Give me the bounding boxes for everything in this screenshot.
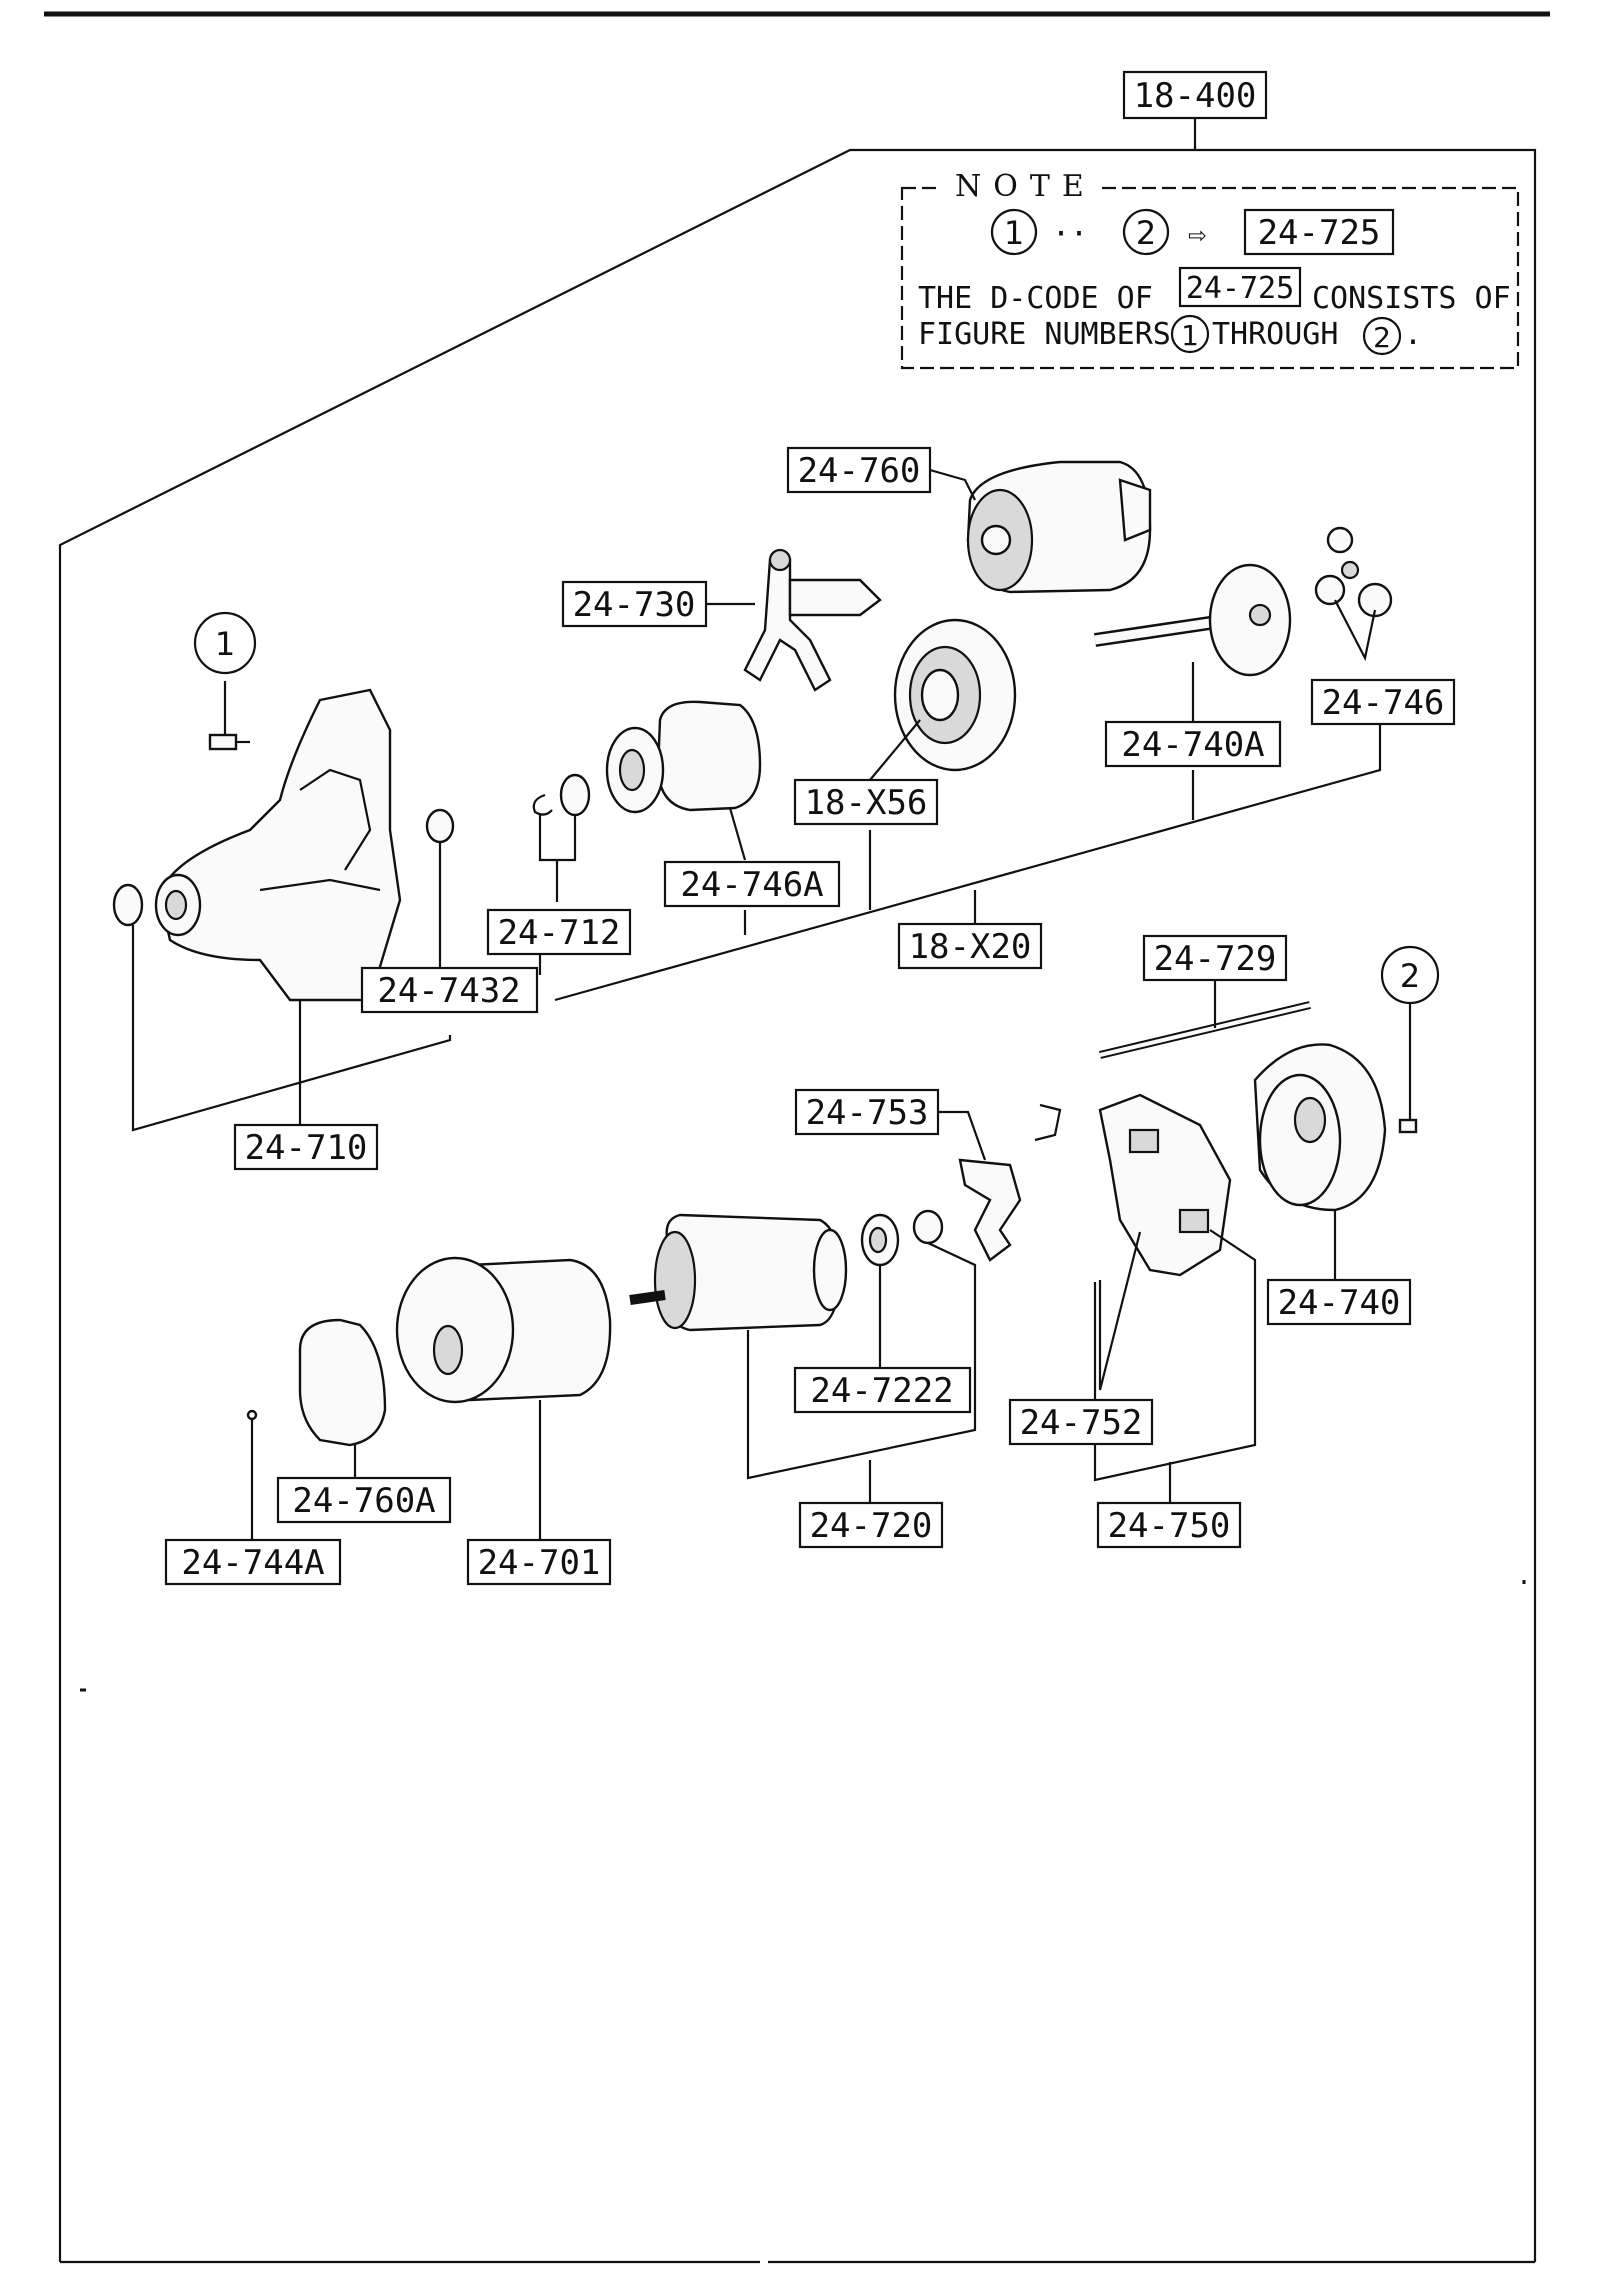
label-24-740A[interactable]: 24-740A <box>1104 720 1282 768</box>
label-24-710-text: 24-710 <box>245 1128 368 1168</box>
shift-lever-part <box>743 548 882 692</box>
label-18-X20-text: 18-X20 <box>909 927 1032 967</box>
label-24-740A-text: 24-740A <box>1121 725 1264 765</box>
label-24-760A-text: 24-760A <box>292 1481 435 1521</box>
note-line1-code: 24-725 <box>1186 271 1294 306</box>
label-24-7432-text: 24-7432 <box>377 971 520 1011</box>
note-line2-end: . <box>1404 317 1422 352</box>
yoke-part <box>395 1256 612 1404</box>
label-24-729[interactable]: 24-729 <box>1142 934 1288 982</box>
label-24-760A[interactable]: 24-760A <box>276 1476 452 1524</box>
label-24-740-text: 24-740 <box>1278 1283 1401 1323</box>
brush-lead-part <box>958 1103 1062 1262</box>
bolt-1-part <box>208 733 250 751</box>
label-18-X56-text: 18-X56 <box>805 783 928 823</box>
snap-ring-part <box>532 773 591 817</box>
label-24-7222-text: 24-7222 <box>810 1371 953 1411</box>
note-range-start: 1 <box>1004 214 1024 252</box>
label-24-746A[interactable]: 24-746A <box>663 860 841 908</box>
label-24-746[interactable]: 24-746 <box>1310 678 1456 726</box>
label-18-X20[interactable]: 18-X20 <box>897 922 1043 970</box>
label-24-760-text: 24-760 <box>798 451 921 491</box>
label-24-720[interactable]: 24-720 <box>798 1501 944 1549</box>
label-24-744A-text: 24-744A <box>181 1543 324 1583</box>
note-line1-suffix: CONSISTS OF <box>1312 281 1511 316</box>
note-box: NOTE 1 ·· 2 ⇨ 24-725 THE D-CODE OF 24-72… <box>900 169 1520 370</box>
figure-marker-2: 2 <box>1380 945 1440 1005</box>
label-18-400-text: 18-400 <box>1134 76 1257 116</box>
label-24-701[interactable]: 24-701 <box>466 1538 612 1586</box>
outer-frame-left <box>58 148 1537 2262</box>
through-bolt-part <box>1099 1001 1311 1059</box>
label-24-753-text: 24-753 <box>806 1093 929 1133</box>
label-18-400[interactable]: 18-400 <box>1122 70 1268 120</box>
note-line1-prefix: THE D-CODE OF <box>918 281 1153 316</box>
label-24-7222[interactable]: 24-7222 <box>793 1366 972 1414</box>
note-title: NOTE <box>955 169 1096 204</box>
steel-ball-part <box>246 1409 258 1421</box>
planetary-gear-part <box>1314 526 1393 618</box>
note-line2-circle2: 2 <box>1373 321 1391 354</box>
label-24-712[interactable]: 24-712 <box>486 908 632 956</box>
washer-part <box>912 1209 944 1245</box>
note-line2-circle1: 1 <box>1181 319 1199 352</box>
label-24-753[interactable]: 24-753 <box>794 1088 940 1136</box>
note-range-end: 2 <box>1136 214 1156 252</box>
figure-marker-1-text: 1 <box>215 625 235 663</box>
label-24-7432[interactable]: 24-7432 <box>360 966 539 1014</box>
bushing-part <box>425 808 455 844</box>
label-24-730-text: 24-730 <box>573 585 696 625</box>
label-24-752-text: 24-752 <box>1020 1403 1143 1443</box>
label-24-750-text: 24-750 <box>1108 1506 1231 1546</box>
note-target-code: 24-725 <box>1258 213 1381 253</box>
label-24-712-text: 24-712 <box>498 913 621 953</box>
housing-gasket-part <box>112 883 144 927</box>
solenoid-part <box>966 460 1152 594</box>
center-bracket-part <box>893 618 1017 772</box>
screw-2-part <box>1398 1118 1418 1134</box>
note-line2-prefix: FIGURE NUMBERS <box>918 317 1171 352</box>
figure-marker-1: 1 <box>193 611 257 675</box>
armature-part <box>629 1213 848 1332</box>
label-24-744A[interactable]: 24-744A <box>164 1538 342 1586</box>
label-24-760[interactable]: 24-760 <box>786 446 932 494</box>
overrunning-clutch-part <box>605 700 762 814</box>
label-24-740[interactable]: 24-740 <box>1266 1278 1412 1326</box>
label-24-750[interactable]: 24-750 <box>1096 1501 1242 1549</box>
label-18-X56[interactable]: 18-X56 <box>793 778 939 826</box>
label-24-746A-text: 24-746A <box>680 865 823 905</box>
note-dots: ·· <box>1052 217 1088 252</box>
front-housing-part <box>154 688 402 1002</box>
armature-bearing-part <box>860 1213 900 1267</box>
brush-holder-part <box>1098 1093 1232 1277</box>
note-arrow: ⇨ <box>1188 217 1206 252</box>
label-24-729-text: 24-729 <box>1154 939 1277 979</box>
label-24-701-text: 24-701 <box>478 1543 601 1583</box>
label-24-710[interactable]: 24-710 <box>233 1123 379 1171</box>
pinion-shaft-part <box>1093 563 1292 677</box>
note-line2-middle: THROUGH <box>1212 317 1338 352</box>
label-24-720-text: 24-720 <box>810 1506 933 1546</box>
figure-marker-2-text: 2 <box>1400 957 1420 995</box>
rear-cover-part <box>1253 1043 1387 1212</box>
label-24-746-text: 24-746 <box>1322 683 1445 723</box>
magnet-retainer-part <box>298 1318 387 1447</box>
label-24-752[interactable]: 24-752 <box>1008 1398 1154 1446</box>
label-24-730[interactable]: 24-730 <box>561 580 708 628</box>
